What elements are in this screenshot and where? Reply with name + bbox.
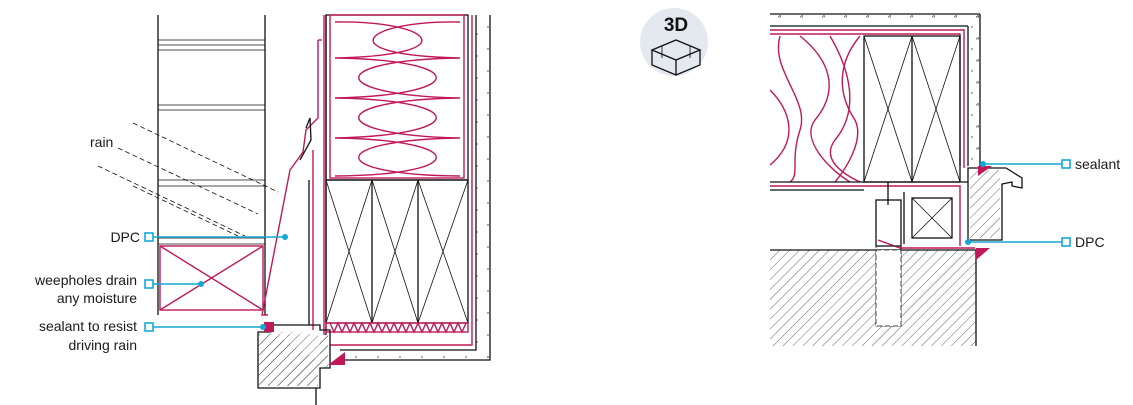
callout-text-line1: sealant to resist <box>39 318 137 334</box>
window-frame <box>157 15 266 315</box>
rain-lines <box>97 122 279 237</box>
dpc-membrane <box>261 39 322 316</box>
3d-box-icon <box>650 39 702 76</box>
callout-text: DPC <box>110 229 140 245</box>
masonry-below <box>770 248 990 346</box>
sill-member <box>257 322 345 405</box>
timber-head <box>863 35 961 183</box>
insulation-batt <box>325 14 469 181</box>
rain-label: rain <box>90 134 113 150</box>
lintel-band <box>770 13 981 168</box>
right-section-detail <box>769 13 1023 346</box>
callout-dpc-right: DPC <box>965 234 1105 250</box>
3d-label: 3D <box>664 15 688 36</box>
sub-frame <box>875 192 975 249</box>
3d-view-button[interactable]: 3D <box>640 8 708 76</box>
callout-text: sealant <box>1075 156 1120 172</box>
left-section-detail <box>97 14 491 405</box>
external-sill <box>967 166 1023 241</box>
callout-weepholes: weepholes drain any moisture <box>34 272 204 306</box>
inner-wall <box>330 15 491 361</box>
insulation-batt-right <box>769 35 861 183</box>
callout-sealant-right: sealant <box>980 156 1120 172</box>
callout-text-line2: any moisture <box>57 290 137 306</box>
weephole-block <box>159 245 264 311</box>
callout-sealant-left: sealant to resist driving rain <box>39 318 266 353</box>
callout-text-line2: driving rain <box>69 337 137 353</box>
left-labels: rain DPC weepholes drain any moisture se… <box>34 134 288 353</box>
callout-text-line1: weepholes drain <box>34 272 137 288</box>
right-labels: sealant DPC <box>965 156 1120 250</box>
callout-dpc-left: DPC <box>110 229 288 245</box>
callout-text: DPC <box>1075 234 1105 250</box>
timber-studs <box>325 179 469 334</box>
